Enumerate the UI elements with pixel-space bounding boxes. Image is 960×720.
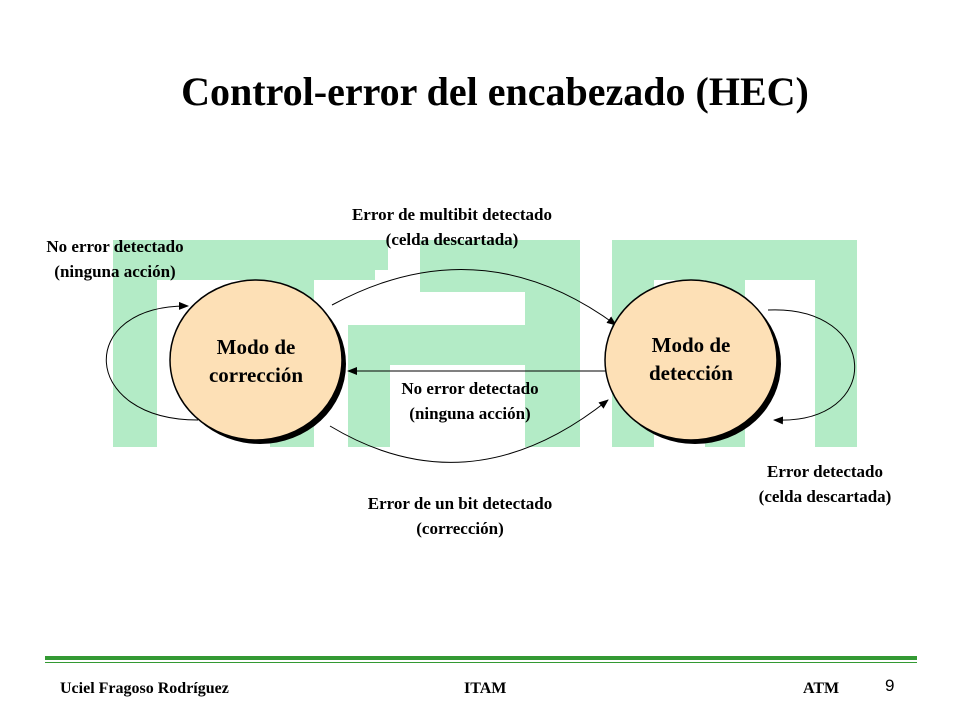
multibit-label: Error de multibit detectado (celda desca…: [351, 205, 553, 249]
return-no-error-label: No error detectado (ninguna acción): [401, 379, 539, 423]
footer-rule-thin: [45, 662, 917, 663]
single-bit-label: Error de un bit detectado (corrección): [367, 494, 553, 538]
self-correction-label: No error detectado (ninguna acción): [46, 237, 184, 281]
page-title: Control-error del encabezado (HEC): [181, 69, 809, 114]
single-bit-transition-arrow: [329, 399, 609, 463]
self-detection-label: Error detectado (celda descartada): [758, 462, 892, 506]
footer-rule: [45, 656, 917, 660]
self-loop-correction-arrow: [105, 301, 199, 421]
detection-mode-node: [604, 279, 778, 441]
self-loop-detection-arrow: [767, 309, 856, 425]
correction-mode-label: Modo de corrección: [208, 335, 304, 387]
footer-author: Uciel Fragoso Rodríguez: [60, 680, 229, 697]
correction-mode-node: [169, 279, 343, 441]
footer-institution: ITAM: [464, 680, 507, 697]
footer-topic: ATM: [803, 680, 840, 697]
itam-watermark-logo: [113, 240, 857, 447]
detection-mode-label: Modo de detección: [649, 333, 733, 385]
multibit-transition-arrow: [331, 268, 617, 326]
page-number: 9: [885, 676, 895, 695]
